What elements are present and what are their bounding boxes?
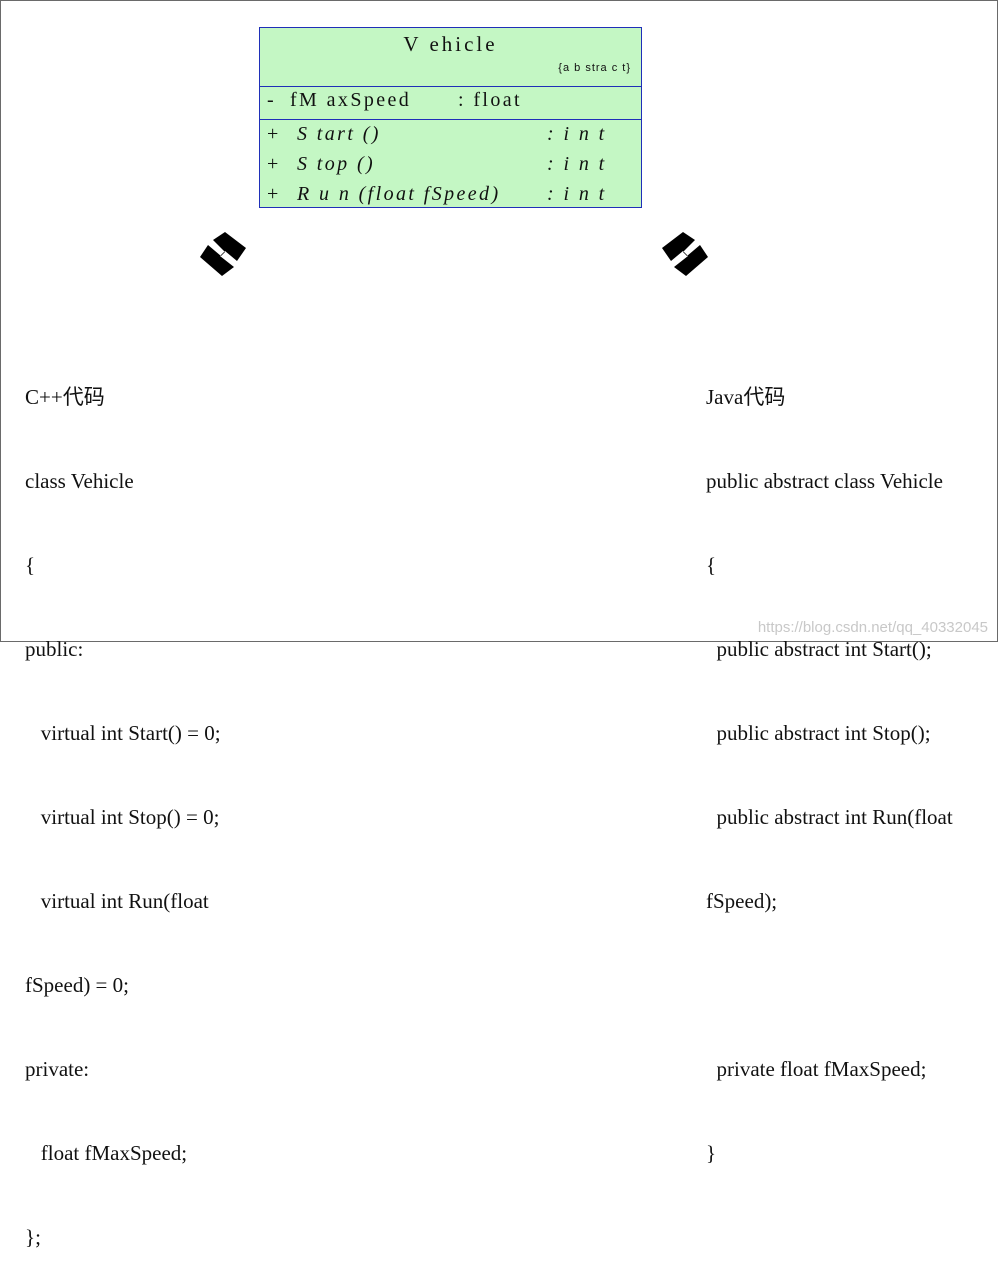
code-line: private: [25, 1057, 90, 1081]
uml-stereotype: {a b stra c t} [558, 62, 631, 74]
java-code-block: Java代码 public abstract class Vehicle { p… [706, 327, 953, 1195]
code-line [706, 971, 953, 999]
code-line: C++代码 [25, 385, 105, 409]
code-line: virtual int Run(float [25, 889, 209, 913]
code-line: }; [25, 1225, 41, 1249]
code-line: Java代码 [706, 385, 786, 409]
code-line: private float fMaxSpeed; [706, 1057, 927, 1081]
uml-name-compartment: V ehicle {a b stra c t} [260, 28, 641, 87]
code-line: public abstract int Run(float [706, 805, 953, 829]
code-line: class Vehicle [25, 469, 134, 493]
uml-visibility: + [267, 123, 281, 145]
uml-operation-row: + R u n (float fSpeed) : i n t [260, 183, 641, 211]
uml-visibility: - [267, 89, 277, 111]
uml-attribute-row: - fM axSpeed : float [260, 89, 641, 117]
code-line: virtual int Stop() = 0; [25, 805, 220, 829]
code-line: } [706, 1141, 717, 1165]
uml-class-name: V ehicle [403, 32, 498, 56]
cpp-code-block: C++代码 class Vehicle { public: virtual in… [25, 327, 221, 1279]
code-line: { [25, 553, 36, 577]
code-line: float fMaxSpeed; [25, 1141, 188, 1165]
code-line: public abstract int Stop(); [706, 721, 931, 745]
code-line: public: [25, 637, 84, 661]
uml-class-vehicle: V ehicle {a b stra c t} - fM axSpeed : f… [259, 27, 642, 208]
code-line: virtual int Start() = 0; [25, 721, 221, 745]
code-line: { [706, 553, 717, 577]
uml-operation-name: R u n (float fSpeed) [297, 183, 501, 205]
watermark: https://blog.csdn.net/qq_40332045 [757, 619, 988, 636]
uml-attribute-name: fM axSpeed [290, 89, 412, 111]
uml-visibility: + [267, 153, 281, 175]
code-line: fSpeed) = 0; [25, 973, 129, 997]
code-line: fSpeed); [706, 889, 778, 913]
uml-attributes-compartment: - fM axSpeed : float [260, 86, 641, 120]
uml-operation-type: : i n t [547, 183, 607, 205]
double-arrow-icon-right [661, 231, 709, 277]
code-line: public abstract int Start(); [706, 637, 932, 661]
uml-visibility: + [267, 183, 281, 205]
uml-operation-row: + S tart () : i n t [260, 123, 641, 151]
code-line: public abstract class Vehicle [706, 469, 943, 493]
double-arrow-icon-left [199, 231, 247, 277]
uml-operation-name: S tart () [297, 123, 381, 145]
uml-operation-row: + S top () : i n t [260, 153, 641, 181]
uml-attribute-type: : float [458, 89, 523, 111]
uml-operation-name: S top () [297, 153, 376, 175]
uml-operation-type: : i n t [547, 153, 607, 175]
uml-operation-type: : i n t [547, 123, 607, 145]
